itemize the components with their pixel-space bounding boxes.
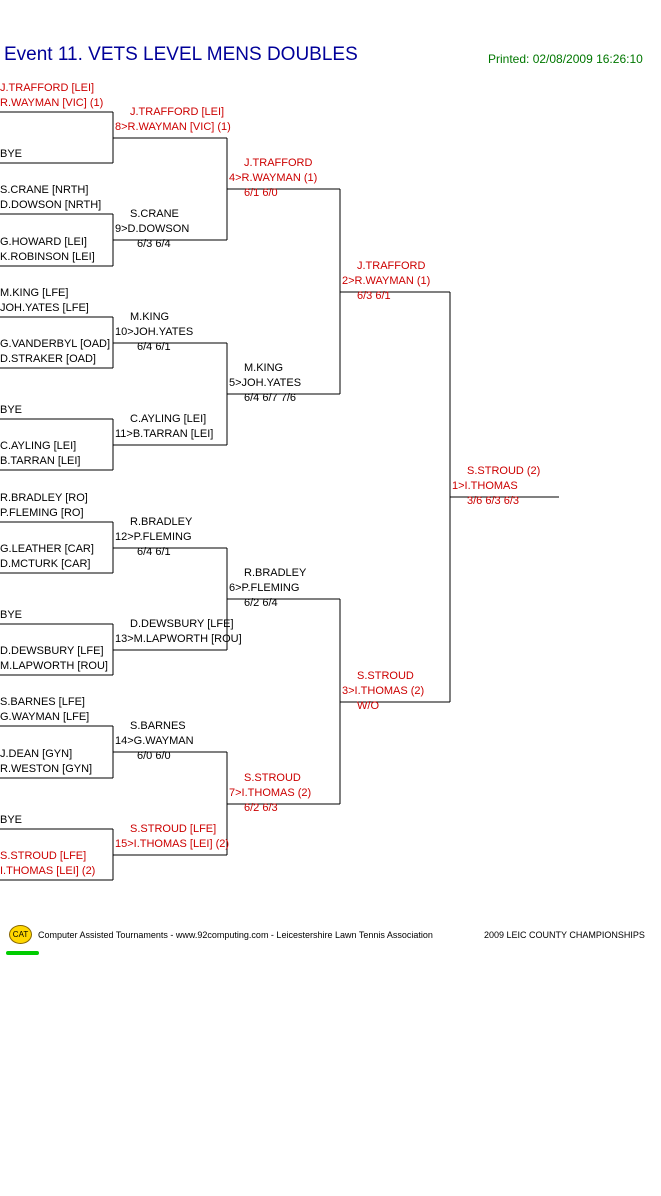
match-winner: 2>R.WAYMAN (1) — [342, 275, 431, 287]
player-name: J.TRAFFORD [LEI] — [0, 82, 95, 94]
match-score: 6/2 6/4 — [244, 597, 278, 609]
match-score: 6/0 6/0 — [137, 750, 171, 762]
player-name: G.VANDERBYL [OAD] — [0, 338, 111, 350]
match-score: 6/4 6/1 — [137, 341, 171, 353]
match-winner: 10>JOH.YATES — [115, 326, 194, 338]
match-winner: 3>I.THOMAS (2) — [342, 685, 425, 697]
champion: 1>I.THOMAS — [452, 480, 518, 492]
player-name: M.KING [LFE] — [0, 287, 69, 299]
player-name: P.FLEMING [RO] — [0, 507, 84, 519]
player-name: G.LEATHER [CAR] — [0, 543, 94, 555]
match-winner: J.TRAFFORD — [357, 260, 426, 272]
player-name: R.WAYMAN [VIC] (1) — [0, 97, 104, 109]
player-name: D.STRAKER [OAD] — [0, 353, 96, 365]
match-winner: 9>D.DOWSON — [115, 223, 190, 235]
player-name: R.BRADLEY [RO] — [0, 492, 88, 504]
match-winner: J.TRAFFORD — [244, 157, 313, 169]
player-name: D.DEWSBURY [LFE] — [0, 645, 104, 657]
match-winner: 13>M.LAPWORTH [ROU] — [115, 633, 242, 645]
match-winner: S.STROUD — [244, 772, 301, 784]
champion: S.STROUD (2) — [467, 465, 541, 477]
match-winner: R.BRADLEY — [244, 567, 307, 579]
logo-underline — [6, 951, 39, 955]
match-winner: 8>R.WAYMAN [VIC] (1) — [115, 121, 231, 133]
match-winner: 14>G.WAYMAN — [115, 735, 194, 747]
player-name: C.AYLING [LEI] — [0, 440, 77, 452]
player-name: R.WESTON [GYN] — [0, 763, 93, 775]
match-score: 6/2 6/3 — [244, 802, 278, 814]
match-winner: S.STROUD [LFE] — [130, 823, 217, 835]
match-winner: 4>R.WAYMAN (1) — [229, 172, 318, 184]
player-name: D.DOWSON [NRTH] — [0, 199, 102, 211]
player-name: S.STROUD [LFE] — [0, 850, 87, 862]
match-score: 6/4 6/7 7/6 — [244, 392, 296, 404]
player-name: I.THOMAS [LEI] (2) — [0, 865, 96, 877]
player-name: BYE — [0, 404, 23, 416]
player-name: G.HOWARD [LEI] — [0, 236, 87, 248]
final-score: 3/6 6/3 6/3 — [467, 495, 519, 507]
match-score: 6/3 6/4 — [137, 238, 171, 250]
match-winner: R.BRADLEY — [130, 516, 193, 528]
player-name: BYE — [0, 148, 23, 160]
player-name: J.DEAN [GYN] — [0, 748, 73, 760]
match-winner: S.STROUD — [357, 670, 414, 682]
match-winner: C.AYLING [LEI] — [130, 413, 207, 425]
player-name: M.LAPWORTH [ROU] — [0, 660, 108, 672]
match-score: 6/3 6/1 — [357, 290, 391, 302]
player-name: S.BARNES [LFE] — [0, 696, 85, 708]
match-winner: 5>JOH.YATES — [229, 377, 302, 389]
match-winner: M.KING — [244, 362, 284, 374]
match-score: 6/1 6/0 — [244, 187, 278, 199]
match-winner: 12>P.FLEMING — [115, 531, 192, 543]
match-winner: 11>B.TARRAN [LEI] — [115, 428, 214, 440]
player-name: BYE — [0, 814, 23, 826]
match-score: W/O — [357, 700, 379, 712]
match-winner: 6>P.FLEMING — [229, 582, 300, 594]
match-winner: M.KING — [130, 311, 170, 323]
player-name: S.CRANE [NRTH] — [0, 184, 89, 196]
footer-credits: Computer Assisted Tournaments - www.92co… — [38, 930, 433, 940]
player-name: B.TARRAN [LEI] — [0, 455, 81, 467]
player-name: K.ROBINSON [LEI] — [0, 251, 95, 263]
event-title: Event 11. VETS LEVEL MENS DOUBLES — [4, 44, 358, 65]
player-name: BYE — [0, 609, 23, 621]
match-winner: 7>I.THOMAS (2) — [229, 787, 312, 799]
player-name: G.WAYMAN [LFE] — [0, 711, 90, 723]
player-name: D.MCTURK [CAR] — [0, 558, 91, 570]
match-winner: S.BARNES — [130, 720, 186, 732]
match-winner: 15>I.THOMAS [LEI] (2) — [115, 838, 230, 850]
printed-timestamp: Printed: 02/08/2009 16:26:10 — [488, 52, 643, 66]
match-winner: D.DEWSBURY [LFE] — [130, 618, 234, 630]
match-winner: S.CRANE — [130, 208, 179, 220]
cat-logo: CAT — [9, 925, 32, 944]
player-name: JOH.YATES [LFE] — [0, 302, 89, 314]
match-winner: J.TRAFFORD [LEI] — [130, 106, 225, 118]
match-score: 6/4 6/1 — [137, 546, 171, 558]
footer-championship: 2009 LEIC COUNTY CHAMPIONSHIPS — [484, 930, 645, 940]
